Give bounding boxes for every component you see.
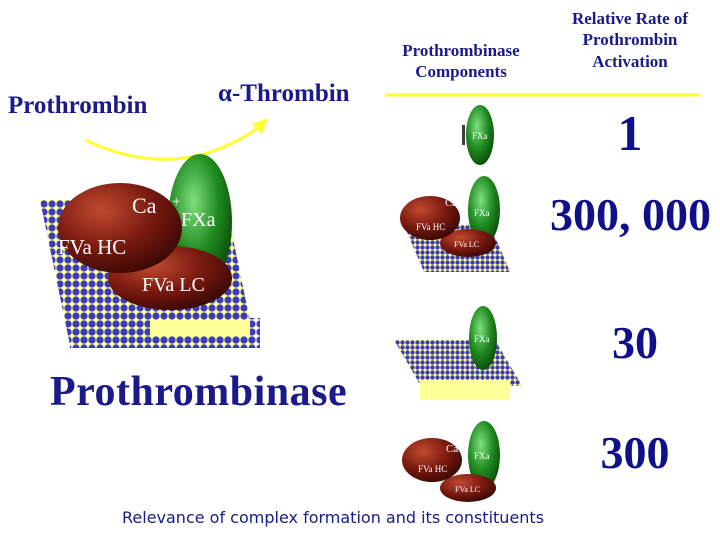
fva-hc-large-label: FVa HC: [58, 235, 126, 259]
caption: Relevance of complex formation and its c…: [122, 508, 545, 527]
components-header: Prothrombinase Components: [402, 41, 520, 82]
svg-text:Ca: Ca: [445, 197, 457, 209]
fxa-large-label: FXa: [181, 209, 216, 231]
svg-text:FVa LC: FVa LC: [454, 240, 479, 249]
rate-row-2: 300, 000: [550, 189, 711, 240]
svg-text:FXa: FXa: [474, 334, 490, 344]
fva-hc-large: [58, 183, 182, 273]
rate-row-1: 1: [617, 105, 643, 161]
svg-text:FXa: FXa: [474, 451, 490, 461]
row-3-fxa-membrane: FXa: [394, 306, 522, 400]
ca-plus-large: +: [172, 194, 180, 210]
row-4-complex-solution: Ca FXa FVa HC FVa LC: [402, 421, 500, 502]
svg-text:Ca: Ca: [446, 443, 458, 455]
rate-row-4: 300: [600, 427, 670, 478]
prothrombinase-label: Prothrombinase: [50, 369, 348, 415]
rate-header: Relative Rate of Prothrombin Activation: [571, 9, 689, 71]
complex-large: Ca + FXa FVa HC FVa LC: [58, 154, 232, 310]
ca-large-label: Ca: [132, 193, 157, 218]
row-2-complex-membrane: Ca FXa FVa HC FVa LC: [400, 176, 510, 272]
svg-text:FXa: FXa: [474, 208, 490, 218]
prothrombin-label: Prothrombin: [8, 92, 148, 119]
svg-text:FXa: FXa: [472, 131, 488, 141]
conversion-arrow: [84, 123, 263, 161]
row-1-fxa-alone: FXa: [462, 105, 494, 165]
svg-text:FVa HC: FVa HC: [416, 222, 445, 232]
svg-text:FVa HC: FVa HC: [418, 464, 447, 474]
svg-text:FVa LC: FVa LC: [455, 485, 480, 494]
rate-row-3: 30: [612, 317, 658, 368]
thrombin-label: α-Thrombin: [218, 80, 350, 107]
fva-lc-large-label: FVa LC: [142, 274, 205, 296]
arrowhead: [252, 118, 268, 134]
